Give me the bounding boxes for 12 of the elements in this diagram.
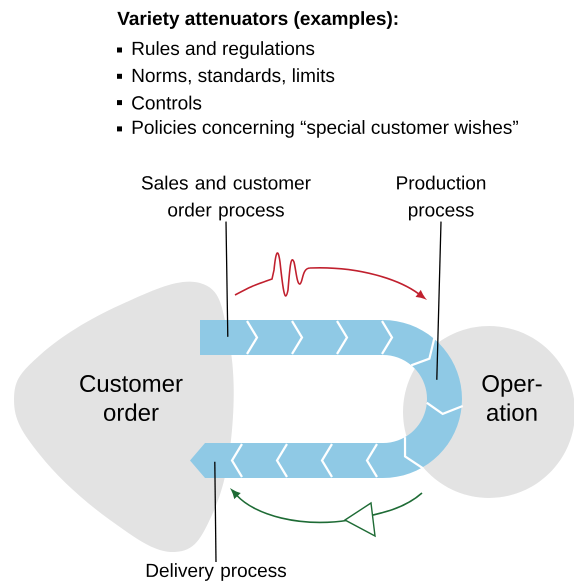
process-label: Delivery process	[146, 563, 286, 581]
heading: Variety attenuators (examples):	[117, 11, 398, 29]
list-item: Rules and regulations	[132, 41, 314, 59]
list-item: Controls	[132, 96, 202, 110]
list-item: Policies concerning “special customer wishes”	[132, 120, 518, 138]
leader-line	[436, 222, 442, 380]
chevron-band-drawing	[190, 320, 464, 478]
list-item: Norms, standards, limits	[132, 68, 334, 84]
leader-line	[225, 222, 228, 337]
process-label: Sales and customer order process	[142, 176, 311, 220]
leader-line	[214, 462, 217, 562]
process-label: Production process	[397, 176, 486, 220]
